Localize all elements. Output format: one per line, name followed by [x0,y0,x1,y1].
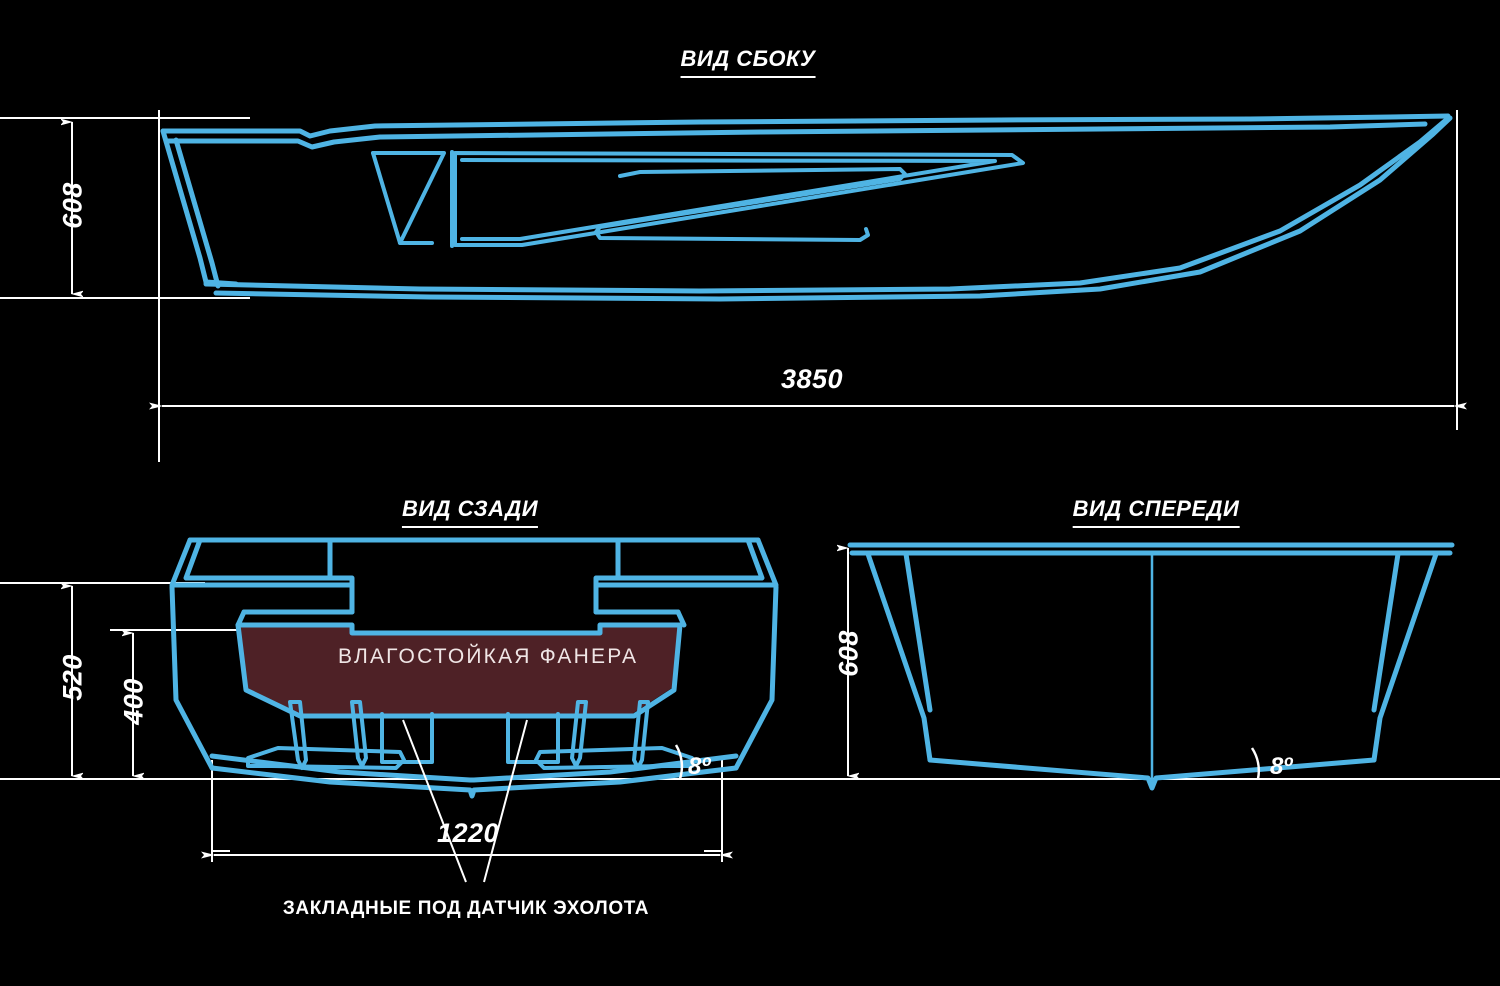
rear-view-angle-arc [674,744,684,780]
rear-view-bottom-width-dimension: 1220 [437,818,500,848]
front-view-deadrise-angle: 8º [1270,753,1293,780]
side-view-height-dimension: 608 [57,182,88,229]
front-view-height-dimension: 608 [833,630,864,677]
side-view-dimension-lines [0,110,1467,462]
front-view-angle-arc [1250,747,1260,780]
rear-view-plywood-material [238,625,678,714]
rear-view-deadrise-angle: 8º [688,753,711,780]
side-view-title: ВИД СБОКУ [680,46,816,78]
rear-view-hull-outline [169,537,779,799]
side-view-hull-detail-lines [371,150,1025,248]
front-view-hull-outline [847,542,1455,791]
rear-view-total-height-dimension: 520 [57,654,88,701]
front-view-dimension-lines [760,545,1500,780]
rear-view-title: ВИД СЗАДИ [401,496,539,528]
rear-view-inner-height-dimension: 400 [118,678,149,725]
transducer-callout-leader-lines [402,719,528,883]
side-view-hull-outline [160,113,1453,302]
front-view-title: ВИД СПЕРЕДИ [1072,496,1240,528]
plywood-material-label: ВЛАГОСТОЙКАЯ ФАНЕРА [338,645,639,668]
side-view-length-dimension: 3850 [781,364,844,394]
transducer-mount-callout: ЗАКЛАДНЫЕ ПОД ДАТЧИК ЭХОЛОТА [282,898,650,919]
rear-view-strakes-and-mounts [246,700,694,770]
